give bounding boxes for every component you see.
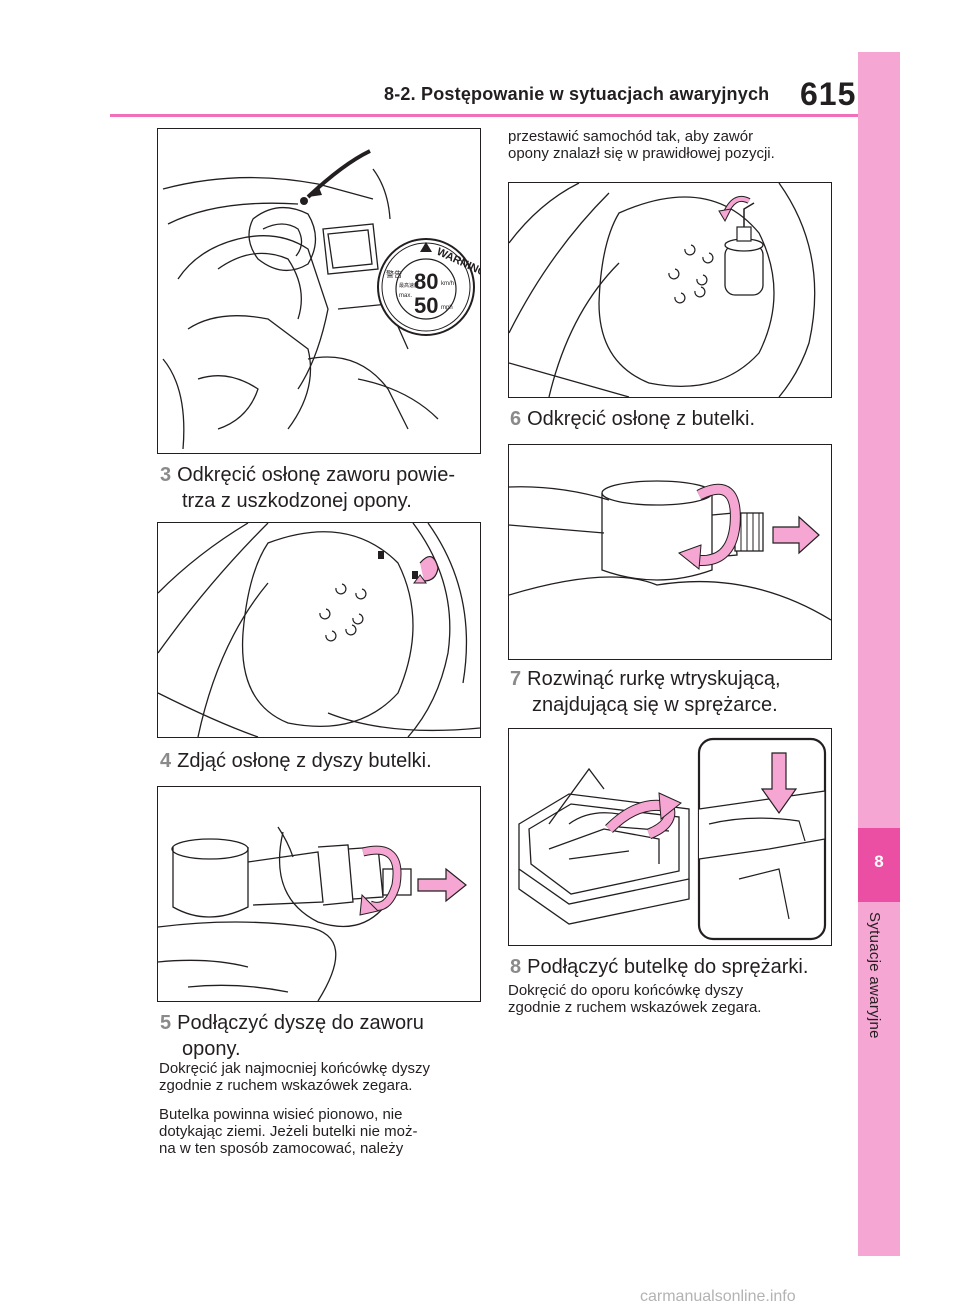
step-5-note-1: Dokręcić jak najmocniej końcówkę dyszy z… (159, 1060, 489, 1094)
note-line: Dokręcić do oporu końcówkę dyszy (508, 982, 744, 999)
step-3-number: 3 (160, 464, 172, 486)
compressor-hose-illustration (518, 737, 827, 941)
note-line: zgodnie z ruchem wskazówek zegara. (159, 1077, 413, 1094)
page-number: 615 (800, 76, 857, 112)
step-6-number: 6 (510, 408, 522, 430)
step-8-number: 8 (510, 956, 522, 978)
tire-valve-illustration (158, 523, 480, 737)
bottle-nozzle-illustration (158, 826, 467, 1001)
section-title: 8-2. Postępowanie w sytuacjach awaryjnyc… (384, 84, 770, 104)
warning-label-unit-mph: mph (441, 305, 453, 311)
nozzle-on-valve-illustration (509, 183, 816, 397)
step-5-text-2: opony. (182, 1038, 241, 1060)
step-6-text-1: Odkręcić osłonę z butelki. (527, 408, 756, 430)
chapter-number-tab (858, 828, 900, 902)
chapter-side-tab (858, 52, 900, 1256)
step-4-number: 4 (160, 750, 172, 772)
warning-label-speed-kmh: 80 (414, 269, 438, 294)
step-4-text-1: Zdjąć osłonę z dyszy butelki. (177, 750, 432, 772)
step-8-text-1: Podłączyć butelkę do sprężarki. (527, 956, 809, 978)
step-8-note: Dokręcić do oporu końcówkę dyszy zgodnie… (508, 982, 848, 1016)
figure-tire-valve (157, 522, 481, 738)
note-line: na w ten sposób zamocować, należy (159, 1140, 404, 1157)
chapter-label: Sytuacje awaryjne (866, 912, 883, 1039)
warning-label-kanji: 警告 (386, 269, 402, 279)
step-5-number: 5 (160, 1012, 172, 1034)
step-7-text-2: znajdującą się w sprężarce. (532, 694, 778, 716)
chapter-number: 8 (874, 852, 884, 871)
figure-car-interior: WARNING 警告 80 50 km/h mph max. 最高速度 (157, 128, 481, 454)
figure-compressor-hose (508, 728, 832, 946)
note-line: Dokręcić jak najmocniej końcówkę dyszy (159, 1060, 430, 1077)
warning-triangle-icon (420, 242, 432, 252)
warning-label-small-kanji: 最高速度 (399, 282, 419, 289)
note-line: przestawić samochód tak, aby zawór (508, 128, 754, 145)
step-5-note-2: Butelka powinna wisieć pionowo, nie doty… (159, 1106, 489, 1157)
note-line: Butelka powinna wisieć pionowo, nie (159, 1106, 403, 1123)
figure-bottle-nozzle (157, 786, 481, 1002)
step-7-number: 7 (510, 668, 522, 690)
warning-label-max: max. (399, 293, 412, 299)
figure-nozzle-on-valve (508, 182, 832, 398)
car-interior-illustration: WARNING 警告 80 50 km/h mph max. 最高速度 (162, 149, 480, 450)
bottle-cap-illustration (509, 480, 831, 621)
note-line: opony znalazł się w prawidłowej pozycji. (508, 145, 775, 162)
step-3-text-2: trza z uszkodzonej opony. (182, 490, 412, 512)
note-line: zgodnie z ruchem wskazówek zegara. (508, 999, 762, 1016)
continued-note: przestawić samochód tak, aby zawór opony… (508, 128, 848, 162)
figure-bottle-cap (508, 444, 832, 660)
warning-label-speed-mph: 50 (414, 293, 438, 318)
step-3-text-1: Odkręcić osłonę zaworu powie- (177, 464, 456, 486)
warning-label-unit-kmh: km/h (441, 281, 454, 287)
footer-watermark[interactable]: carmanualsonline.info (640, 1288, 796, 1305)
step-7-text-1: Rozwinąć rurkę wtryskującą, (527, 668, 781, 690)
note-line: dotykając ziemi. Jeżeli butelki nie moż- (159, 1123, 418, 1140)
step-5-text-1: Podłączyć dyszę do zaworu (177, 1012, 424, 1034)
header-rule (110, 114, 858, 117)
